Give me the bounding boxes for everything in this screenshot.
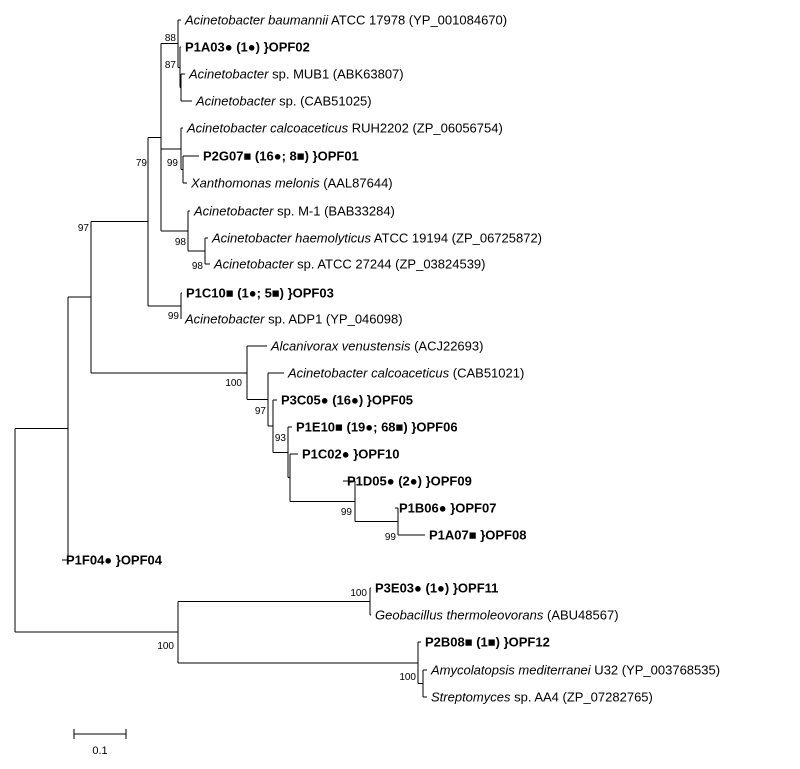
bootstrap-value: 99 xyxy=(168,311,180,322)
bootstrap-value: 99 xyxy=(385,532,397,543)
taxon-species-name: Acinetobacter baumannii xyxy=(184,13,329,28)
taxon-label: Acinetobacter sp. (CAB51025) xyxy=(195,94,372,109)
taxon-label-text: sp. ADP1 (YP_046098) xyxy=(265,312,403,327)
taxon-species-name: Acinetobacter xyxy=(184,312,265,327)
bootstrap-value: 79 xyxy=(136,158,148,169)
taxon-label-text: (CAB51021) xyxy=(449,366,524,381)
taxon-label: Geobacillus thermoleovorans (ABU48567) xyxy=(375,608,619,623)
taxon-label: Acinetobacter haemolyticus ATCC 19194 (Z… xyxy=(211,231,542,246)
taxon-label-text: (ABU48567) xyxy=(543,608,618,623)
taxon-label: P1F04● }OPF04 xyxy=(66,553,163,568)
bootstrap-value: 97 xyxy=(255,406,267,417)
taxon-label: Alcanivorax venustensis (ACJ22693) xyxy=(270,339,483,354)
taxon-species-name: Alcanivorax venustensis xyxy=(270,339,411,354)
taxon-label-text: sp. ATCC 27244 (ZP_03824539) xyxy=(294,257,486,272)
bootstrap-value: 97 xyxy=(78,223,90,234)
taxon-label-text: P1A07■ }OPF08 xyxy=(429,528,526,543)
taxon-label: P3C05● (16●) }OPF05 xyxy=(281,393,413,408)
bootstrap-value: 99 xyxy=(341,507,353,518)
bootstrap-labels: 88 87 99 79 97 98 98 99 100 97 93 99 99 100 100 100 xyxy=(78,33,417,683)
taxon-label: P1A07■ }OPF08 xyxy=(429,528,526,543)
taxon-species-name: Streptomyces xyxy=(431,690,511,705)
taxon-species-name: Amycolatopsis mediterranei xyxy=(430,663,592,678)
bootstrap-value: 87 xyxy=(165,60,177,71)
taxon-label: P1A03● (1●) }OPF02 xyxy=(185,40,310,55)
taxon-label: P2G07■ (16●; 8■) }OPF01 xyxy=(203,149,359,164)
taxon-label-text: (ACJ22693) xyxy=(410,339,483,354)
bootstrap-value: 99 xyxy=(167,158,179,169)
taxon-species-name: Acinetobacter xyxy=(193,204,274,219)
taxon-label: Acinetobacter calcoaceticus (CAB51021) xyxy=(287,366,524,381)
taxon-label: P1D05● (2●) }OPF09 xyxy=(347,474,472,489)
scale-bar: 0.1 xyxy=(73,729,127,757)
taxon-species-name: Acinetobacter haemolyticus xyxy=(211,231,371,246)
taxon-label-text: P1C10■ (1●; 5■) }OPF03 xyxy=(186,286,334,301)
taxon-label-text: ATCC 19194 (ZP_06725872) xyxy=(371,231,542,246)
taxon-label-text: RUH2202 (ZP_06056754) xyxy=(348,121,503,136)
taxon-label-text: sp. AA4 (ZP_07282765) xyxy=(510,690,652,705)
taxon-label: Acinetobacter calcoaceticus RUH2202 (ZP_… xyxy=(186,121,503,136)
taxon-label-text: P1B06● }OPF07 xyxy=(399,501,496,516)
bootstrap-value: 100 xyxy=(157,641,174,652)
taxon-label-text: P3E03● (1●) }OPF11 xyxy=(375,581,498,596)
taxon-label-text: sp. MUB1 (ABK63807) xyxy=(269,67,404,82)
bootstrap-value: 100 xyxy=(350,588,367,599)
taxon-label-text: P3C05● (16●) }OPF05 xyxy=(281,393,413,408)
taxon-label: Acinetobacter sp. M-1 (BAB33284) xyxy=(193,204,395,219)
taxon-label-text: (AAL87644) xyxy=(320,176,393,191)
taxon-label-text: P2G07■ (16●; 8■) }OPF01 xyxy=(203,149,359,164)
bootstrap-value: 100 xyxy=(225,378,242,389)
taxon-label-text: ATCC 17978 (YP_001084670) xyxy=(328,13,507,28)
taxon-species-name: Acinetobacter calcoaceticus xyxy=(287,366,450,381)
taxon-label: P3E03● (1●) }OPF11 xyxy=(375,581,498,596)
taxon-species-name: Geobacillus thermoleovorans xyxy=(375,608,544,623)
taxon-label: Acinetobacter sp. ADP1 (YP_046098) xyxy=(184,312,403,327)
taxon-label: Acinetobacter sp. MUB1 (ABK63807) xyxy=(188,67,404,82)
taxon-label: Acinetobacter baumannii ATCC 17978 (YP_0… xyxy=(184,13,507,28)
taxon-label-text: P1A03● (1●) }OPF02 xyxy=(185,40,310,55)
taxon-label-text: sp. M-1 (BAB33284) xyxy=(274,204,395,219)
taxon-label-text: P1E10■ (19●; 68■) }OPF06 xyxy=(296,420,458,435)
bootstrap-value: 100 xyxy=(399,672,416,683)
taxon-species-name: Acinetobacter xyxy=(188,67,269,82)
taxon-label: P2B08■ (1■) }OPF12 xyxy=(425,635,550,650)
taxon-species-name: Xanthomonas melonis xyxy=(190,176,320,191)
bootstrap-value: 98 xyxy=(175,237,187,248)
bootstrap-value: 88 xyxy=(165,33,177,44)
taxon-labels: Acinetobacter baumannii ATCC 17978 (YP_0… xyxy=(66,13,720,705)
taxon-label-text: P1D05● (2●) }OPF09 xyxy=(347,474,472,489)
bootstrap-value: 98 xyxy=(192,261,204,272)
taxon-label-text: U32 (YP_003768535) xyxy=(591,663,720,678)
taxon-label: Streptomyces sp. AA4 (ZP_07282765) xyxy=(431,690,653,705)
taxon-label: P1C10■ (1●; 5■) }OPF03 xyxy=(186,286,334,301)
bootstrap-value: 93 xyxy=(275,433,287,444)
taxon-species-name: Acinetobacter calcoaceticus xyxy=(186,121,349,136)
taxon-label-text: P2B08■ (1■) }OPF12 xyxy=(425,635,550,650)
taxon-label-text: P1F04● }OPF04 xyxy=(66,553,163,568)
taxon-species-name: Acinetobacter xyxy=(195,94,276,109)
taxon-label: Amycolatopsis mediterranei U32 (YP_00376… xyxy=(430,663,720,678)
taxon-label: Acinetobacter sp. ATCC 27244 (ZP_0382453… xyxy=(213,257,486,272)
tree-branches xyxy=(14,19,427,698)
scale-bar-label: 0.1 xyxy=(92,745,107,757)
taxon-label-text: sp. (CAB51025) xyxy=(276,94,372,109)
taxon-label: P1B06● }OPF07 xyxy=(399,501,496,516)
taxon-species-name: Acinetobacter xyxy=(213,257,294,272)
taxon-label-text: P1C02● }OPF10 xyxy=(302,447,399,462)
taxon-label: P1E10■ (19●; 68■) }OPF06 xyxy=(296,420,458,435)
taxon-label: P1C02● }OPF10 xyxy=(302,447,399,462)
taxon-label: Xanthomonas melonis (AAL87644) xyxy=(190,176,393,191)
